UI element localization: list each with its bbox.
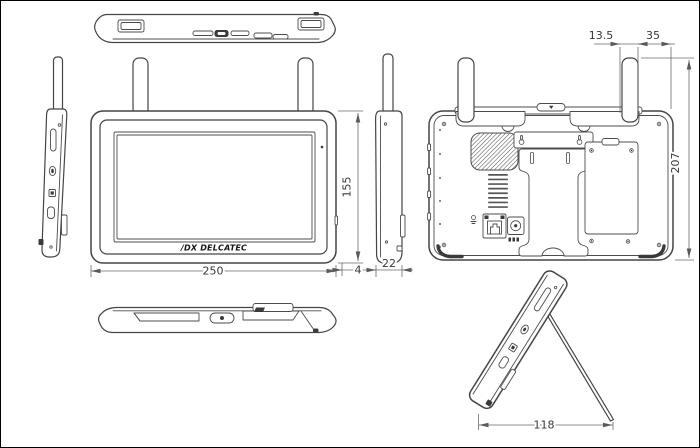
lan-port-icon xyxy=(482,213,507,239)
left-side-face-line xyxy=(56,114,63,252)
power-button-dot xyxy=(51,168,54,174)
sd-slot-inner xyxy=(50,191,54,195)
dimension-antenna: 13.5 35 xyxy=(587,27,675,115)
screw-dot xyxy=(553,285,558,290)
battery-cover xyxy=(584,138,639,244)
dimension-stand-footprint: 118 xyxy=(478,414,614,434)
stand-hook xyxy=(530,152,534,164)
dim-label-22: 22 xyxy=(382,257,396,270)
dim-label-13-5: 13.5 xyxy=(589,29,614,42)
dim-label-250: 250 xyxy=(203,265,224,278)
rear-view xyxy=(427,57,674,261)
rear-body-inner xyxy=(433,115,669,256)
foot-pad-right xyxy=(638,244,666,259)
antenna-rod-right xyxy=(297,57,314,116)
battery-latch xyxy=(601,138,620,146)
body-back-line xyxy=(487,283,564,406)
top-button-dark-slot xyxy=(217,32,226,35)
dim-label-155: 155 xyxy=(341,177,354,198)
stand-hook xyxy=(566,152,570,164)
antenna-rod xyxy=(382,53,394,115)
keyhole-icon xyxy=(576,135,583,145)
dimension-side-depth: 22 xyxy=(366,255,413,277)
dimension-overall-height: 207 xyxy=(641,57,694,261)
usb-port xyxy=(47,206,55,219)
dimension-front-height: 155 xyxy=(338,110,363,264)
wall-mount-bracket xyxy=(513,131,594,149)
body-face-line xyxy=(472,274,548,395)
side-tab xyxy=(400,214,406,238)
stand-foot-slot xyxy=(133,312,200,322)
corner-bevel xyxy=(300,310,315,331)
stand-bracket xyxy=(518,148,589,257)
top-led-nub xyxy=(313,12,319,16)
front-view: /DX DELCATEC xyxy=(90,57,338,264)
left-side-body xyxy=(41,108,68,258)
antenna-rod xyxy=(52,56,64,114)
dim-label-35: 35 xyxy=(646,29,660,42)
front-side-tick xyxy=(334,215,338,226)
stand-latch-nub xyxy=(254,307,265,312)
volume-rocker xyxy=(533,287,552,312)
brand-logo: /DX DELCATEC xyxy=(180,244,247,253)
antenna-base-right xyxy=(297,17,325,31)
latch-mark xyxy=(549,105,554,109)
screen-inner xyxy=(116,134,313,240)
bottom-nub xyxy=(38,239,44,245)
top-button-2 xyxy=(230,30,250,36)
side-foot xyxy=(396,245,403,252)
screw-dot xyxy=(49,245,53,249)
corner-screws xyxy=(441,121,662,248)
front-bezel xyxy=(99,119,328,255)
sd-slot-inner xyxy=(510,345,516,350)
top-button-1 xyxy=(192,30,214,36)
screw-dot xyxy=(383,122,388,126)
stand-recess xyxy=(242,310,300,321)
antenna-base-right-inner xyxy=(300,20,322,28)
speaker-grille xyxy=(470,132,519,171)
power-button-dot xyxy=(523,327,527,332)
antenna-rod-left xyxy=(457,57,475,123)
top-button-4 xyxy=(272,34,289,40)
screen-outer xyxy=(113,131,316,243)
top-button-3 xyxy=(253,32,273,39)
slot-bevel xyxy=(133,312,141,322)
bottom-nub xyxy=(313,328,319,333)
antenna-rod-right xyxy=(621,57,639,123)
usb-port xyxy=(498,356,509,369)
hinge-bump-left xyxy=(501,125,515,132)
dim-label-207: 207 xyxy=(669,153,682,174)
dim-label-4: 4 xyxy=(355,264,362,277)
top-view xyxy=(94,12,336,44)
antenna-base-left xyxy=(117,19,145,33)
dim-label-118: 118 xyxy=(534,419,555,432)
screw-dot xyxy=(384,240,389,244)
volume-rocker xyxy=(50,128,57,152)
side-view-left xyxy=(38,56,68,258)
stand-view-body xyxy=(468,270,568,410)
dc-jack-icon xyxy=(507,216,525,242)
bottom-view xyxy=(97,303,337,334)
bottom-nub xyxy=(485,399,493,407)
dimension-front-width: 250 xyxy=(90,263,337,280)
side-tab xyxy=(61,214,68,236)
ground-mark xyxy=(470,215,477,224)
side-view-right xyxy=(374,53,406,264)
vent-slats xyxy=(488,174,508,208)
hinge-bump-right xyxy=(577,125,591,132)
tilted-body xyxy=(468,270,568,410)
front-led-dot xyxy=(320,145,324,149)
screw-dot xyxy=(57,123,62,127)
foot-pad-left xyxy=(436,244,464,259)
side-tab xyxy=(500,368,517,390)
reset-button-dot xyxy=(220,316,224,320)
antenna-base-left-inner xyxy=(120,22,142,30)
stand-side-view xyxy=(468,270,615,422)
rear-edge-button-marks xyxy=(427,129,441,248)
right-side-body xyxy=(374,110,403,264)
keyhole-icon xyxy=(518,135,525,145)
antenna-rod-left xyxy=(132,57,149,116)
